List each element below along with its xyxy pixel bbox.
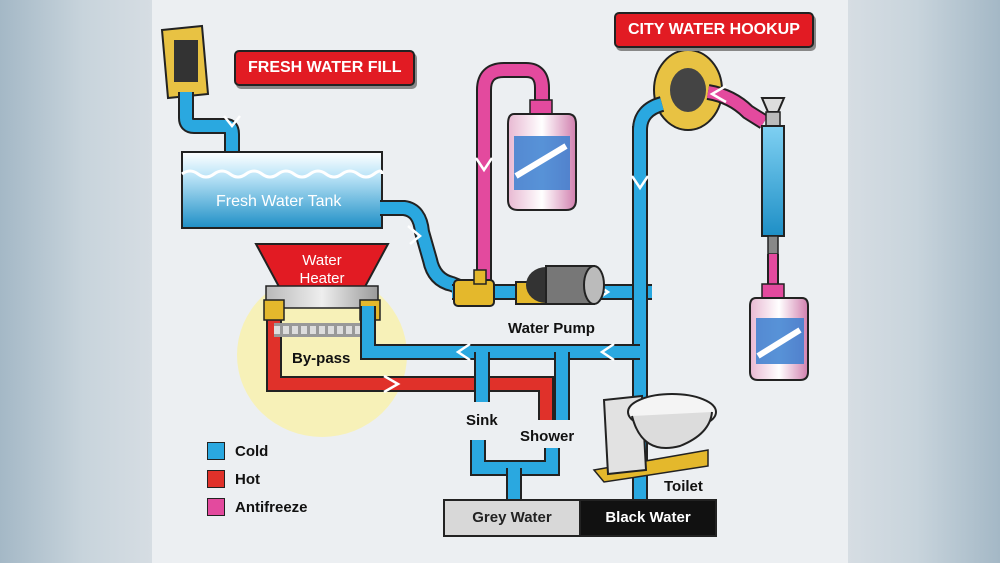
legend-item-hot: Hot — [207, 470, 260, 488]
fresh-water-fill-tag: FRESH WATER FILL — [234, 50, 416, 86]
fresh-water-tank — [181, 151, 384, 229]
shower-label: Shower — [520, 428, 575, 445]
antifreeze-bottle-top — [507, 99, 577, 211]
hand-pump — [760, 97, 786, 290]
fresh-water-fill-inlet — [160, 24, 241, 156]
bypass-label: By-pass — [292, 350, 351, 367]
city-water-inlet — [632, 49, 723, 131]
toilet — [592, 393, 717, 483]
water-heater-label-line2: Heater — [299, 270, 345, 287]
water-heater — [254, 243, 390, 309]
water-heater-label: Water Heater — [277, 252, 367, 288]
blurred-background-left — [0, 0, 152, 563]
antifreeze-swatch — [207, 498, 225, 516]
bypass-valve-pump — [453, 269, 495, 307]
cold-swatch — [207, 442, 225, 460]
grey-water-label: Grey Water — [472, 509, 552, 526]
black-water-tank — [579, 499, 717, 537]
water-heater-label-line1: Water — [302, 252, 342, 269]
black-water-label: Black Water — [605, 509, 691, 526]
plumbing-schematic — [160, 24, 809, 537]
rv-plumbing-diagram: FRESH WATER FILL CITY WATER HOOKUP Fresh… — [152, 0, 848, 563]
sink-label: Sink — [466, 412, 498, 429]
water-pump — [515, 265, 605, 305]
city-water-hookup-tag: CITY WATER HOOKUP — [614, 12, 814, 48]
toilet-label: Toilet — [664, 478, 703, 495]
legend-label-hot: Hot — [235, 470, 260, 488]
legend-label-cold: Cold — [235, 442, 269, 460]
legend-item-antifreeze: Antifreeze — [207, 498, 308, 516]
legend-item-cold: Cold — [207, 442, 268, 460]
fresh-water-tank-label: Fresh Water Tank — [216, 193, 342, 210]
water-pump-label: Water Pump — [508, 320, 595, 337]
legend-label-antifreeze: Antifreeze — [235, 498, 308, 516]
grey-water-tank — [443, 499, 581, 537]
antifreeze-bottle-bottom — [749, 283, 809, 381]
blurred-background-right — [848, 0, 1000, 563]
hot-swatch — [207, 470, 225, 488]
